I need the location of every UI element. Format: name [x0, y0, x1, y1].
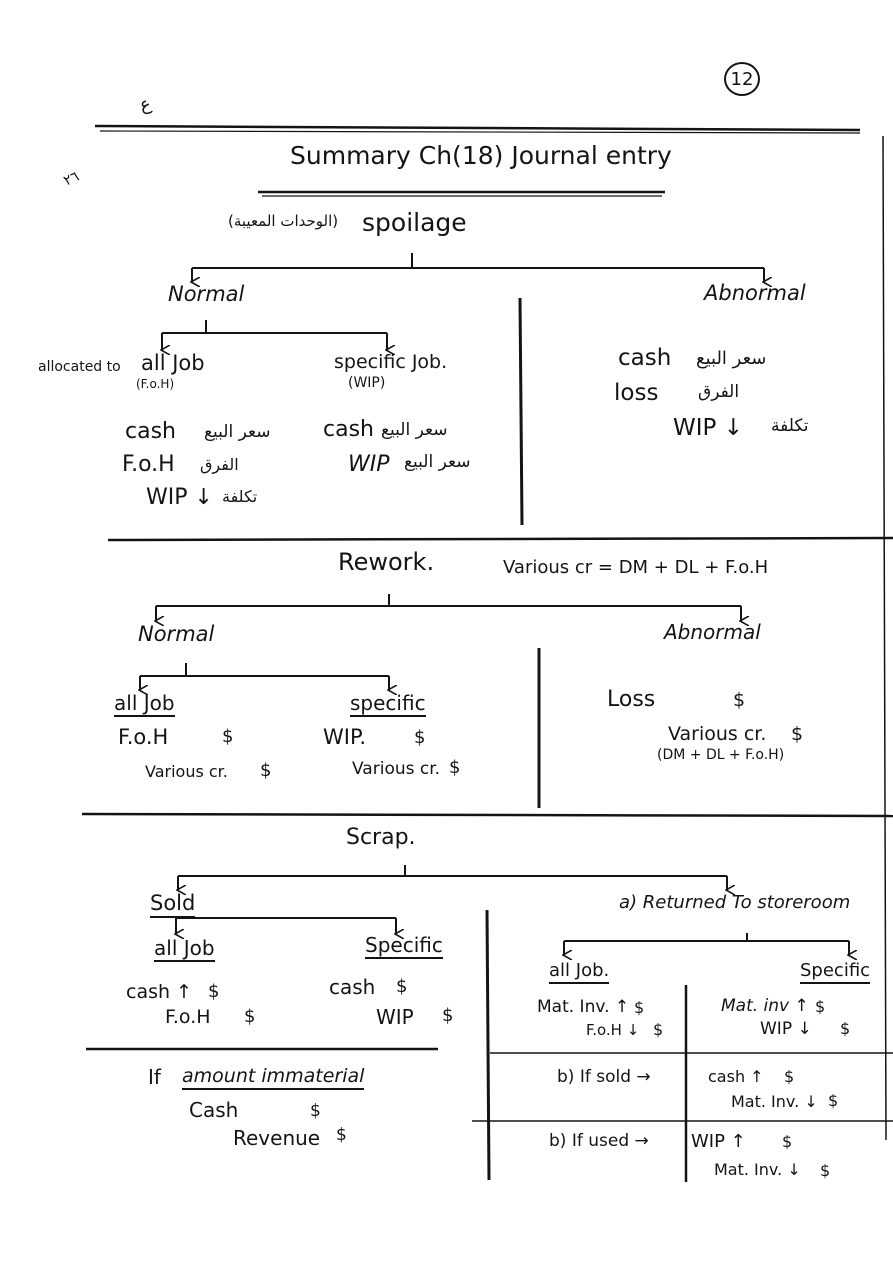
page-title: Summary Ch(18) Journal entry: [290, 141, 672, 170]
scrap-entry-amount: $: [396, 976, 408, 997]
spoilage-all-job-label: all Job: [141, 351, 205, 375]
rework-entry-amount: $: [260, 760, 272, 781]
spoilage-all-job-sub: (F.o.H): [136, 377, 175, 391]
rework-entry-amount: $: [791, 723, 804, 745]
spoilage-entry-arabic: سعر البيع: [404, 452, 471, 472]
scrap-returned-label: a) Returned To storeroom: [619, 892, 851, 913]
spoilage-title-arabic: (الوحدات المعيبة): [228, 212, 339, 230]
scrap-entry-account: cash ↑: [126, 981, 192, 1003]
page-number-text: 12: [730, 68, 754, 90]
immaterial-entry-account: Revenue: [233, 1126, 321, 1150]
spoilage-entry-arabic: الفرق: [200, 455, 239, 474]
rework-abnormal-label: Abnormal: [664, 620, 761, 644]
rework-various-note: Various cr = DM + DL + F.o.H: [503, 557, 769, 578]
header-rule: [94, 124, 861, 132]
rework-all-job-label: all Job: [114, 691, 175, 717]
storeroom-entry-amount: $: [784, 1067, 795, 1086]
rework-entry-account: WIP.: [323, 725, 367, 749]
storeroom-specific-label: Specific: [800, 962, 871, 984]
rework-entry-account: Various cr.: [352, 759, 441, 779]
scrap-entry-amount: $: [442, 1005, 454, 1026]
spoilage-entry-arabic: الفرق: [698, 382, 740, 402]
rework-entry-amount: $: [733, 689, 746, 711]
immaterial-prefix: If: [148, 1065, 161, 1089]
rework-abnormal-note: (DM + DL + F.o.H): [657, 747, 785, 763]
section-separator-2: [81, 812, 893, 818]
scrap-sold-label: Sold: [150, 893, 196, 918]
rework-entry-account: Various cr.: [145, 762, 228, 781]
immaterial-entry-amount: $: [336, 1125, 347, 1145]
storeroom-entry-account: Mat. Inv. ↑: [537, 997, 630, 1017]
scrap-entry-account: WIP: [376, 1005, 414, 1029]
spoilage-abnormal-label: Abnormal: [704, 281, 806, 305]
storeroom-entry-amount: $: [815, 997, 826, 1016]
scrap-title: Scrap.: [346, 825, 416, 850]
header-rule-2: [99, 130, 861, 134]
spoilage-entry-arabic: سعر البيع: [204, 422, 271, 442]
rework-specific-label: specific: [350, 691, 426, 717]
storeroom-entry-amount: $: [634, 998, 645, 1017]
storeroom-entry-account: Mat. inv ↑: [721, 996, 809, 1016]
spoilage-entry-arabic: سعر البيع: [696, 348, 767, 369]
scrap-entry-account: F.o.H: [165, 1006, 211, 1028]
scrap-all-job-label: all Job: [154, 936, 215, 962]
right-border: [882, 135, 887, 1141]
scrap-entry-account: cash: [329, 975, 376, 999]
immaterial-entry-amount: $: [310, 1101, 321, 1121]
spoilage-specific-job-label: specific Job.: [334, 351, 448, 373]
storeroom-entry-account: F.o.H ↓: [586, 1021, 640, 1039]
storeroom-entry-account: Mat. Inv. ↓: [731, 1092, 818, 1111]
rework-entry-account: Loss: [607, 687, 656, 712]
storeroom-entry-account: Mat. Inv. ↓: [714, 1160, 801, 1179]
spoilage-title: spoilage: [362, 208, 467, 237]
spoilage-entry-account: F.o.H: [122, 452, 175, 477]
rework-normal-label: Normal: [138, 622, 215, 646]
scrap-specific-label: Specific: [365, 933, 443, 959]
scrap-entry-amount: $: [208, 981, 220, 1002]
rework-entry-amount: $: [414, 727, 426, 748]
spoilage-entry-arabic: سعر البيع: [381, 420, 448, 440]
scrap-entry-amount: $: [244, 1006, 256, 1027]
storeroom-entry-amount: $: [840, 1019, 851, 1038]
spoilage-entry-account: WIP ↓: [146, 485, 213, 510]
spoilage-normal-label: Normal: [168, 282, 245, 306]
spoilage-entry-arabic: تكلفة: [222, 487, 258, 506]
storeroom-entry-amount: $: [782, 1132, 793, 1151]
rework-entry-account: Various cr.: [668, 723, 767, 745]
storeroom-entry-amount: $: [828, 1091, 839, 1110]
allocated-note: allocated to: [38, 359, 121, 375]
immaterial-entry-account: Cash: [189, 1098, 239, 1122]
storeroom-entry-account: WIP ↑: [691, 1131, 746, 1152]
rework-title: Rework.: [338, 548, 435, 576]
spoilage-divider: [518, 297, 524, 526]
storeroom-entry-amount: $: [820, 1161, 831, 1180]
spoilage-entry-account: WIP ↓: [673, 415, 743, 441]
spoilage-entry-account: loss: [614, 380, 659, 406]
storeroom-entry-account: WIP ↓: [760, 1019, 812, 1039]
storeroom-if-used-label: b) If used →: [549, 1131, 649, 1151]
storeroom-entry-amount: $: [653, 1020, 664, 1039]
spoilage-entry-arabic: تكلفة: [771, 416, 809, 436]
rework-entry-amount: $: [222, 726, 234, 747]
page-number: 12: [724, 62, 760, 96]
storeroom-if-sold-label: b) If sold →: [557, 1067, 651, 1087]
rework-entry-account: F.o.H: [118, 725, 169, 749]
rework-entry-amount: $: [449, 757, 461, 778]
spoilage-specific-job-sub: (WIP): [348, 375, 386, 391]
immaterial-label: amount immaterial: [182, 1067, 365, 1090]
scrap-divider: [485, 909, 491, 1181]
spoilage-entry-account: cash: [125, 419, 176, 444]
spoilage-entry-account: WIP: [348, 452, 390, 477]
spoilage-entry-account: cash: [323, 417, 374, 442]
storeroom-all-job-label: all Job.: [549, 962, 610, 984]
spoilage-entry-account: cash: [618, 345, 672, 371]
storeroom-entry-account: cash ↑: [708, 1067, 764, 1086]
section-separator-1: [107, 536, 893, 542]
